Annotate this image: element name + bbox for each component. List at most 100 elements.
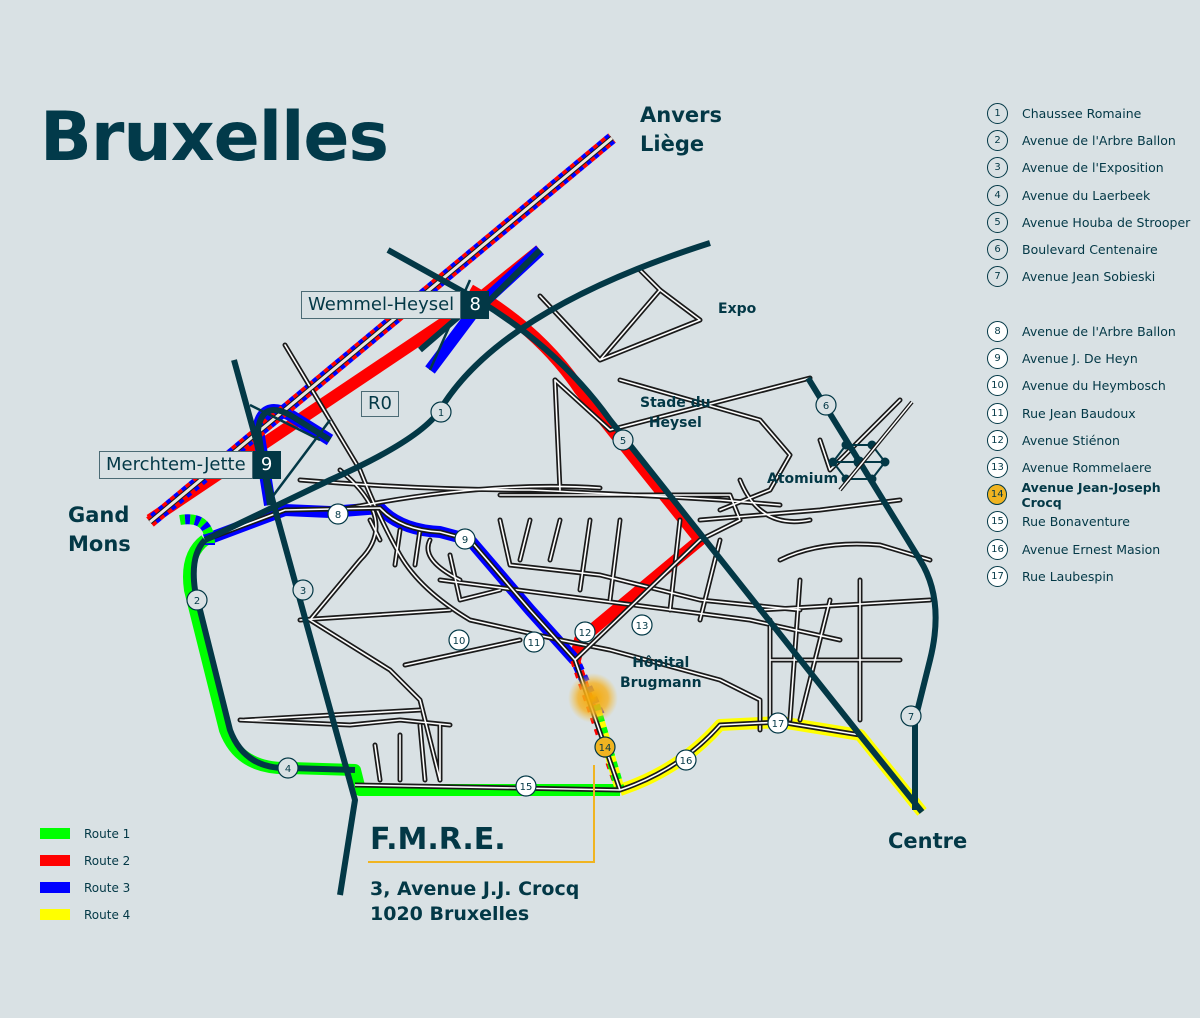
marker-4[interactable]: 4 [277,757,299,779]
route-3-path [202,502,580,665]
street-number-badge: 10 [987,375,1008,397]
route-legend: Route 1 Route 2 Route 3 Route 4 [40,820,130,928]
svg-text:10: 10 [453,636,466,647]
marker-8[interactable]: 8 [327,503,349,525]
city-liege: Liège [640,132,705,156]
exit-merchtem-jette: Merchtem-Jette 9 [99,451,281,479]
exit-wemmel-heysel: Wemmel-Heysel 8 [301,291,490,319]
legend-label: Route 1 [84,826,131,841]
route-2-swatch [40,855,70,866]
street-number-badge: 4 [987,184,1008,206]
avenue-exposition [231,359,358,896]
legend-route-3[interactable]: Route 3 [40,874,130,901]
destination-west: Gand Mons [68,501,131,559]
street-name: Chaussee Romaine [1022,106,1142,122]
destination-north: Anvers Liège [640,101,722,159]
street-number-badge: 7 [987,266,1008,288]
street-name: Rue Bonaventure [1022,514,1130,530]
marker-2[interactable]: 2 [186,589,208,611]
marker-13[interactable]: 13 [631,614,653,636]
marker-12[interactable]: 12 [574,621,596,643]
route-3-swatch [40,882,70,893]
landmark-line: Stade du [640,395,711,411]
svg-text:14: 14 [599,743,612,754]
address-line-1: 3, Avenue J.J. Crocq [370,878,580,900]
marker-7[interactable]: 7 [900,705,922,727]
city-gand: Gand [68,503,130,527]
landmark-line: Heysel [648,415,702,431]
landmark-stade-heysel: Stade du Heysel [640,393,711,433]
street-name: Avenue du Laerbeek [1022,187,1151,203]
marker-10[interactable]: 10 [448,629,470,651]
street-item[interactable]: 2 Avenue de l'Arbre Ballon [987,127,1190,154]
marker-15[interactable]: 15 [515,775,537,797]
exit-label: Merchtem-Jette [99,451,253,479]
svg-text:11: 11 [528,638,541,649]
street-name: Avenue Rommelaere [1022,460,1152,476]
destination-name: F.M.R.E. [370,822,506,857]
street-item[interactable]: 13 Avenue Rommelaere [987,454,1200,481]
marker-11[interactable]: 11 [523,631,545,653]
marker-16[interactable]: 16 [675,749,697,771]
street-name: Avenue de l'Arbre Ballon [1022,324,1176,340]
exit-label: R0 [361,391,399,417]
street-number-badge: 14 [987,484,1008,506]
marker-9[interactable]: 9 [454,528,476,550]
landmark-hopital-brugmann: Hôpital Brugmann [620,653,702,693]
route-4-swatch [40,909,70,920]
marker-3[interactable]: 3 [292,579,314,601]
svg-text:4: 4 [285,764,291,775]
legend-route-4[interactable]: Route 4 [40,901,130,928]
marker-5[interactable]: 5 [612,429,634,451]
street-item[interactable]: 4 Avenue du Laerbeek [987,182,1190,209]
exit-r0: R0 [361,391,399,417]
destination-south: Centre [888,827,967,856]
svg-text:12: 12 [579,628,592,639]
street-number-badge: 2 [987,130,1008,152]
svg-text:2: 2 [194,596,200,607]
legend-label: Route 2 [84,853,131,868]
legend-label: Route 3 [84,880,131,895]
svg-text:5: 5 [620,436,626,447]
marker-14-destination[interactable]: 14 [594,736,616,758]
destination-address-block: F.M.R.E. 3, Avenue J.J. Crocq 1020 Bruxe… [370,822,579,927]
street-name: Avenue Ernest Masion [1022,541,1161,557]
marker-1[interactable]: 1 [430,401,452,423]
street-item[interactable]: 8 Avenue de l'Arbre Ballon [987,318,1200,345]
city-centre: Centre [888,829,968,853]
legend-route-1[interactable]: Route 1 [40,820,130,847]
exit-number: 9 [252,451,281,479]
major-roads [190,240,939,896]
street-number-badge: 5 [987,211,1008,233]
legend-route-2[interactable]: Route 2 [40,847,130,874]
street-name: Avenue de l'Exposition [1022,160,1164,176]
street-name: Avenue de l'Arbre Ballon [1022,133,1176,149]
street-number-badge: 8 [987,321,1008,343]
chaussee-romaine [203,240,711,543]
street-number-badge: 13 [987,457,1008,479]
svg-text:8: 8 [335,510,341,521]
landmark-atomium: Atomium [767,471,839,487]
page-title: Bruxelles [40,98,389,177]
marker-6[interactable]: 6 [815,394,837,416]
svg-text:1: 1 [438,408,444,419]
street-name: Avenue Stiénon [1022,432,1120,448]
street-name: Boulevard Centenaire [1022,242,1158,258]
street-number-badge: 11 [987,402,1008,424]
landmark-line: Brugmann [620,675,702,691]
marker-17[interactable]: 17 [767,712,789,734]
